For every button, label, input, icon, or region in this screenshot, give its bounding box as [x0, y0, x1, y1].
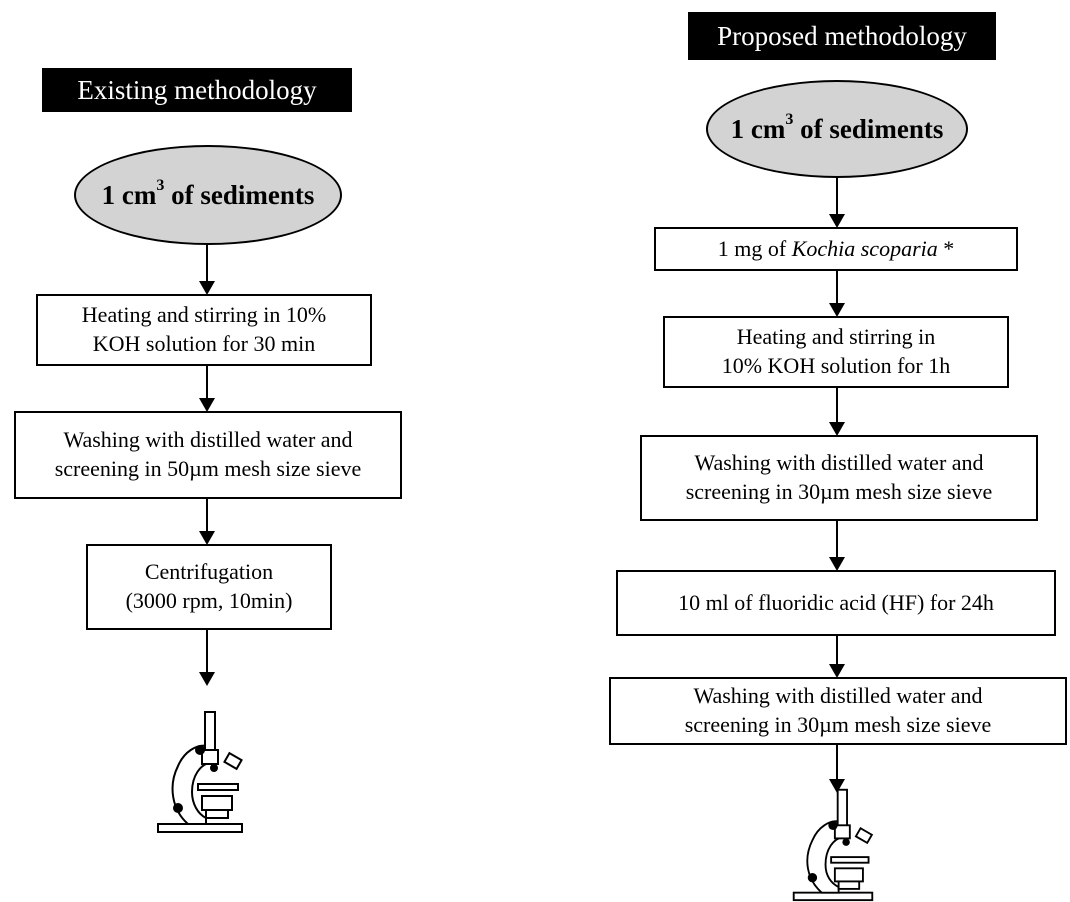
proposed-step-washing-1-line1: Washing with distilled water and: [694, 450, 984, 476]
proposed-arrow-1: [829, 178, 845, 228]
proposed-step-kochia: 1 mg of Kochia scoparia *: [654, 227, 1018, 271]
existing-step-centrifugation-line1: Centrifugation: [144, 559, 274, 585]
proposed-step-washing-1-line2: screening in 30µm mesh size sieve: [685, 479, 993, 504]
existing-arrow-1: [199, 245, 215, 295]
existing-start-label: 1 cm3 of sediments: [101, 176, 315, 210]
proposed-arrow-4: [829, 521, 845, 571]
proposed-step-kochia-label: 1 mg of Kochia scoparia *: [717, 235, 955, 261]
existing-step-heating-line1: Heating and stirring in 10%: [81, 302, 327, 328]
proposed-step-hf-label: 10 ml of fluoridic acid (HF) for 24h: [678, 589, 994, 615]
proposed-step-hf: 10 ml of fluoridic acid (HF) for 24h: [616, 570, 1056, 636]
existing-step-centrifugation: Centrifugation (3000 rpm, 10min): [86, 544, 332, 630]
proposed-step-washing-1: Washing with distilled water and screeni…: [640, 435, 1038, 521]
existing-arrow-2: [199, 366, 215, 412]
existing-step-washing-line1: Washing with distilled water and: [63, 427, 353, 453]
proposed-methodology-header: Proposed methodology: [688, 12, 996, 60]
existing-methodology-header: Existing methodology: [42, 68, 352, 112]
proposed-step-heating: Heating and stirring in 10% KOH solution…: [663, 316, 1009, 388]
existing-step-heating-line2: KOH solution for 30 min: [92, 331, 316, 356]
proposed-arrow-5: [829, 636, 845, 678]
existing-step-washing-line2: screening in 50µm mesh size sieve: [54, 456, 362, 481]
existing-step-washing: Washing with distilled water and screeni…: [14, 411, 402, 499]
existing-step-heating: Heating and stirring in 10% KOH solution…: [36, 294, 372, 366]
existing-arrow-3: [199, 499, 215, 545]
existing-arrow-4: [199, 630, 215, 686]
proposed-step-washing-2-line1: Washing with distilled water and: [693, 683, 983, 709]
proposed-step-washing-2-line2: screening in 30µm mesh size sieve: [684, 712, 992, 737]
proposed-step-heating-line1: Heating and stirring in: [736, 324, 936, 350]
proposed-step-heating-line2: 10% KOH solution for 1h: [721, 353, 951, 378]
microscope-icon: [157, 711, 243, 833]
existing-start-sediments: 1 cm3 of sediments: [74, 145, 342, 245]
proposed-arrow-6: [829, 745, 845, 793]
existing-step-centrifugation-line2: (3000 rpm, 10min): [125, 588, 293, 613]
existing-header-label: Existing methodology: [77, 74, 317, 105]
proposed-header-label: Proposed methodology: [717, 20, 967, 51]
proposed-start-sediments: 1 cm3 of sediments: [706, 80, 968, 178]
proposed-arrow-3: [829, 388, 845, 436]
microscope-icon: [792, 788, 874, 902]
proposed-start-label: 1 cm3 of sediments: [730, 110, 944, 144]
proposed-arrow-2: [829, 271, 845, 317]
proposed-step-washing-2: Washing with distilled water and screeni…: [609, 677, 1067, 745]
